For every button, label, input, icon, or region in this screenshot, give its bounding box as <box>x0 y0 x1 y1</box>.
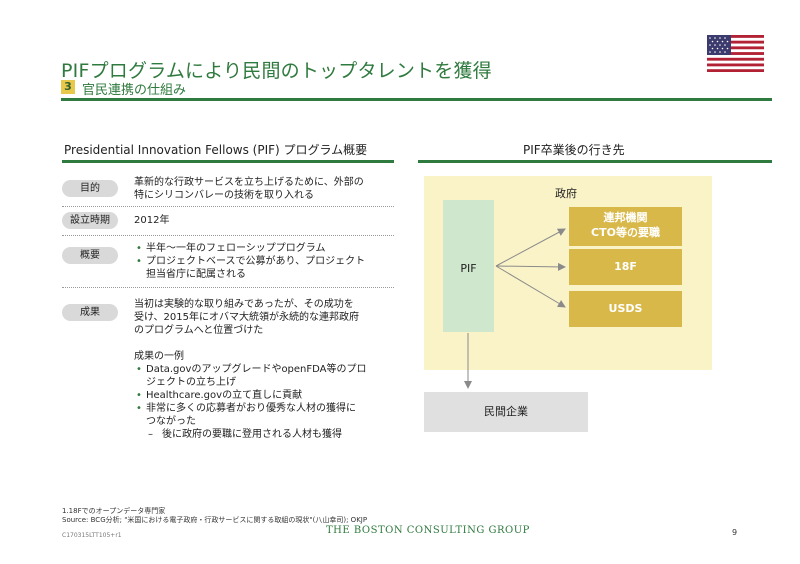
row-text-established: 2012年 <box>134 215 170 226</box>
list-item: Data.govのアップグレードやopenFDA等のプロ <box>134 363 394 376</box>
list-item-continuation: つながった <box>146 416 196 427</box>
source-note: Source: BCG分析; "米国における電子政府・行政サービスに関する取組の… <box>62 516 368 524</box>
page-subtitle: 官民連携の仕組み <box>82 83 187 98</box>
page-title: PIFプログラムにより民間のトップタレントを獲得 <box>61 60 492 82</box>
destination-18f: 18F <box>569 249 682 285</box>
left-heading-rule <box>62 160 394 163</box>
list-item: 半年～一年のフェローシッププログラム <box>134 242 394 255</box>
us-flag-icon <box>707 35 764 72</box>
list-item-continuation: ジェクトの立ち上げ <box>146 377 236 388</box>
pif-box <box>443 200 494 332</box>
row-divider <box>62 206 394 207</box>
program-overview-heading: Presidential Innovation Fellows (PIF) プロ… <box>64 143 368 157</box>
sub-list-item: 後に政府の要職に登用される人材も獲得 <box>134 428 394 441</box>
row-label-established: 設立時期 <box>62 212 118 229</box>
section-number-badge: 3 <box>61 80 75 94</box>
results-example-heading: 成果の一例 <box>134 351 184 362</box>
row-text-results: 当初は実験的な取り組みであったが、その成功を 受け、2015年にオバマ大統領が永… <box>134 298 394 441</box>
arrow-to-usds <box>495 265 566 308</box>
arrow-to-federal-cto <box>495 228 566 267</box>
bcg-logo-text: THE BOSTON CONSULTING GROUP <box>326 525 530 536</box>
list-item: Healthcare.govの立て直しに貢献 <box>134 389 394 402</box>
title-divider <box>61 98 772 101</box>
private-sector-box <box>424 392 588 432</box>
arrow-to-18f <box>495 262 566 271</box>
after-graduation-heading: PIF卒業後の行き先 <box>523 143 625 157</box>
row-label-overview: 概要 <box>62 247 118 264</box>
row-text-overview: 半年～一年のフェローシッププログラム プロジェクトベースで公募があり、プロジェク… <box>134 242 394 281</box>
page-number: 9 <box>732 528 738 537</box>
row-label-purpose: 目的 <box>62 180 118 197</box>
row-label-results: 成果 <box>62 304 118 321</box>
footnote: 1.18Fでのオープンデータ専門家 <box>62 507 166 515</box>
row-text-purpose: 革新的な行政サービスを立ち上げるために、外部の 特にシリコンバレーの技術を取り入… <box>134 177 364 201</box>
row-divider <box>62 235 394 236</box>
document-code: C170315LTT105+r1 <box>62 532 122 539</box>
right-heading-rule <box>418 160 772 163</box>
private-sector-label: 民間企業 <box>484 405 528 418</box>
government-label: 政府 <box>555 187 577 200</box>
list-item: 非常に多くの応募者がおり優秀な人材の獲得に <box>134 402 394 415</box>
pif-label: PIF <box>460 262 477 275</box>
destination-federal-cto: 連邦機関 CTO等の要職 <box>569 207 682 246</box>
list-item-continuation: 担当省庁に配属される <box>146 269 246 280</box>
row-divider <box>62 287 394 288</box>
list-item: プロジェクトベースで公募があり、プロジェクト <box>134 255 394 268</box>
destination-usds: USDS <box>569 291 682 327</box>
